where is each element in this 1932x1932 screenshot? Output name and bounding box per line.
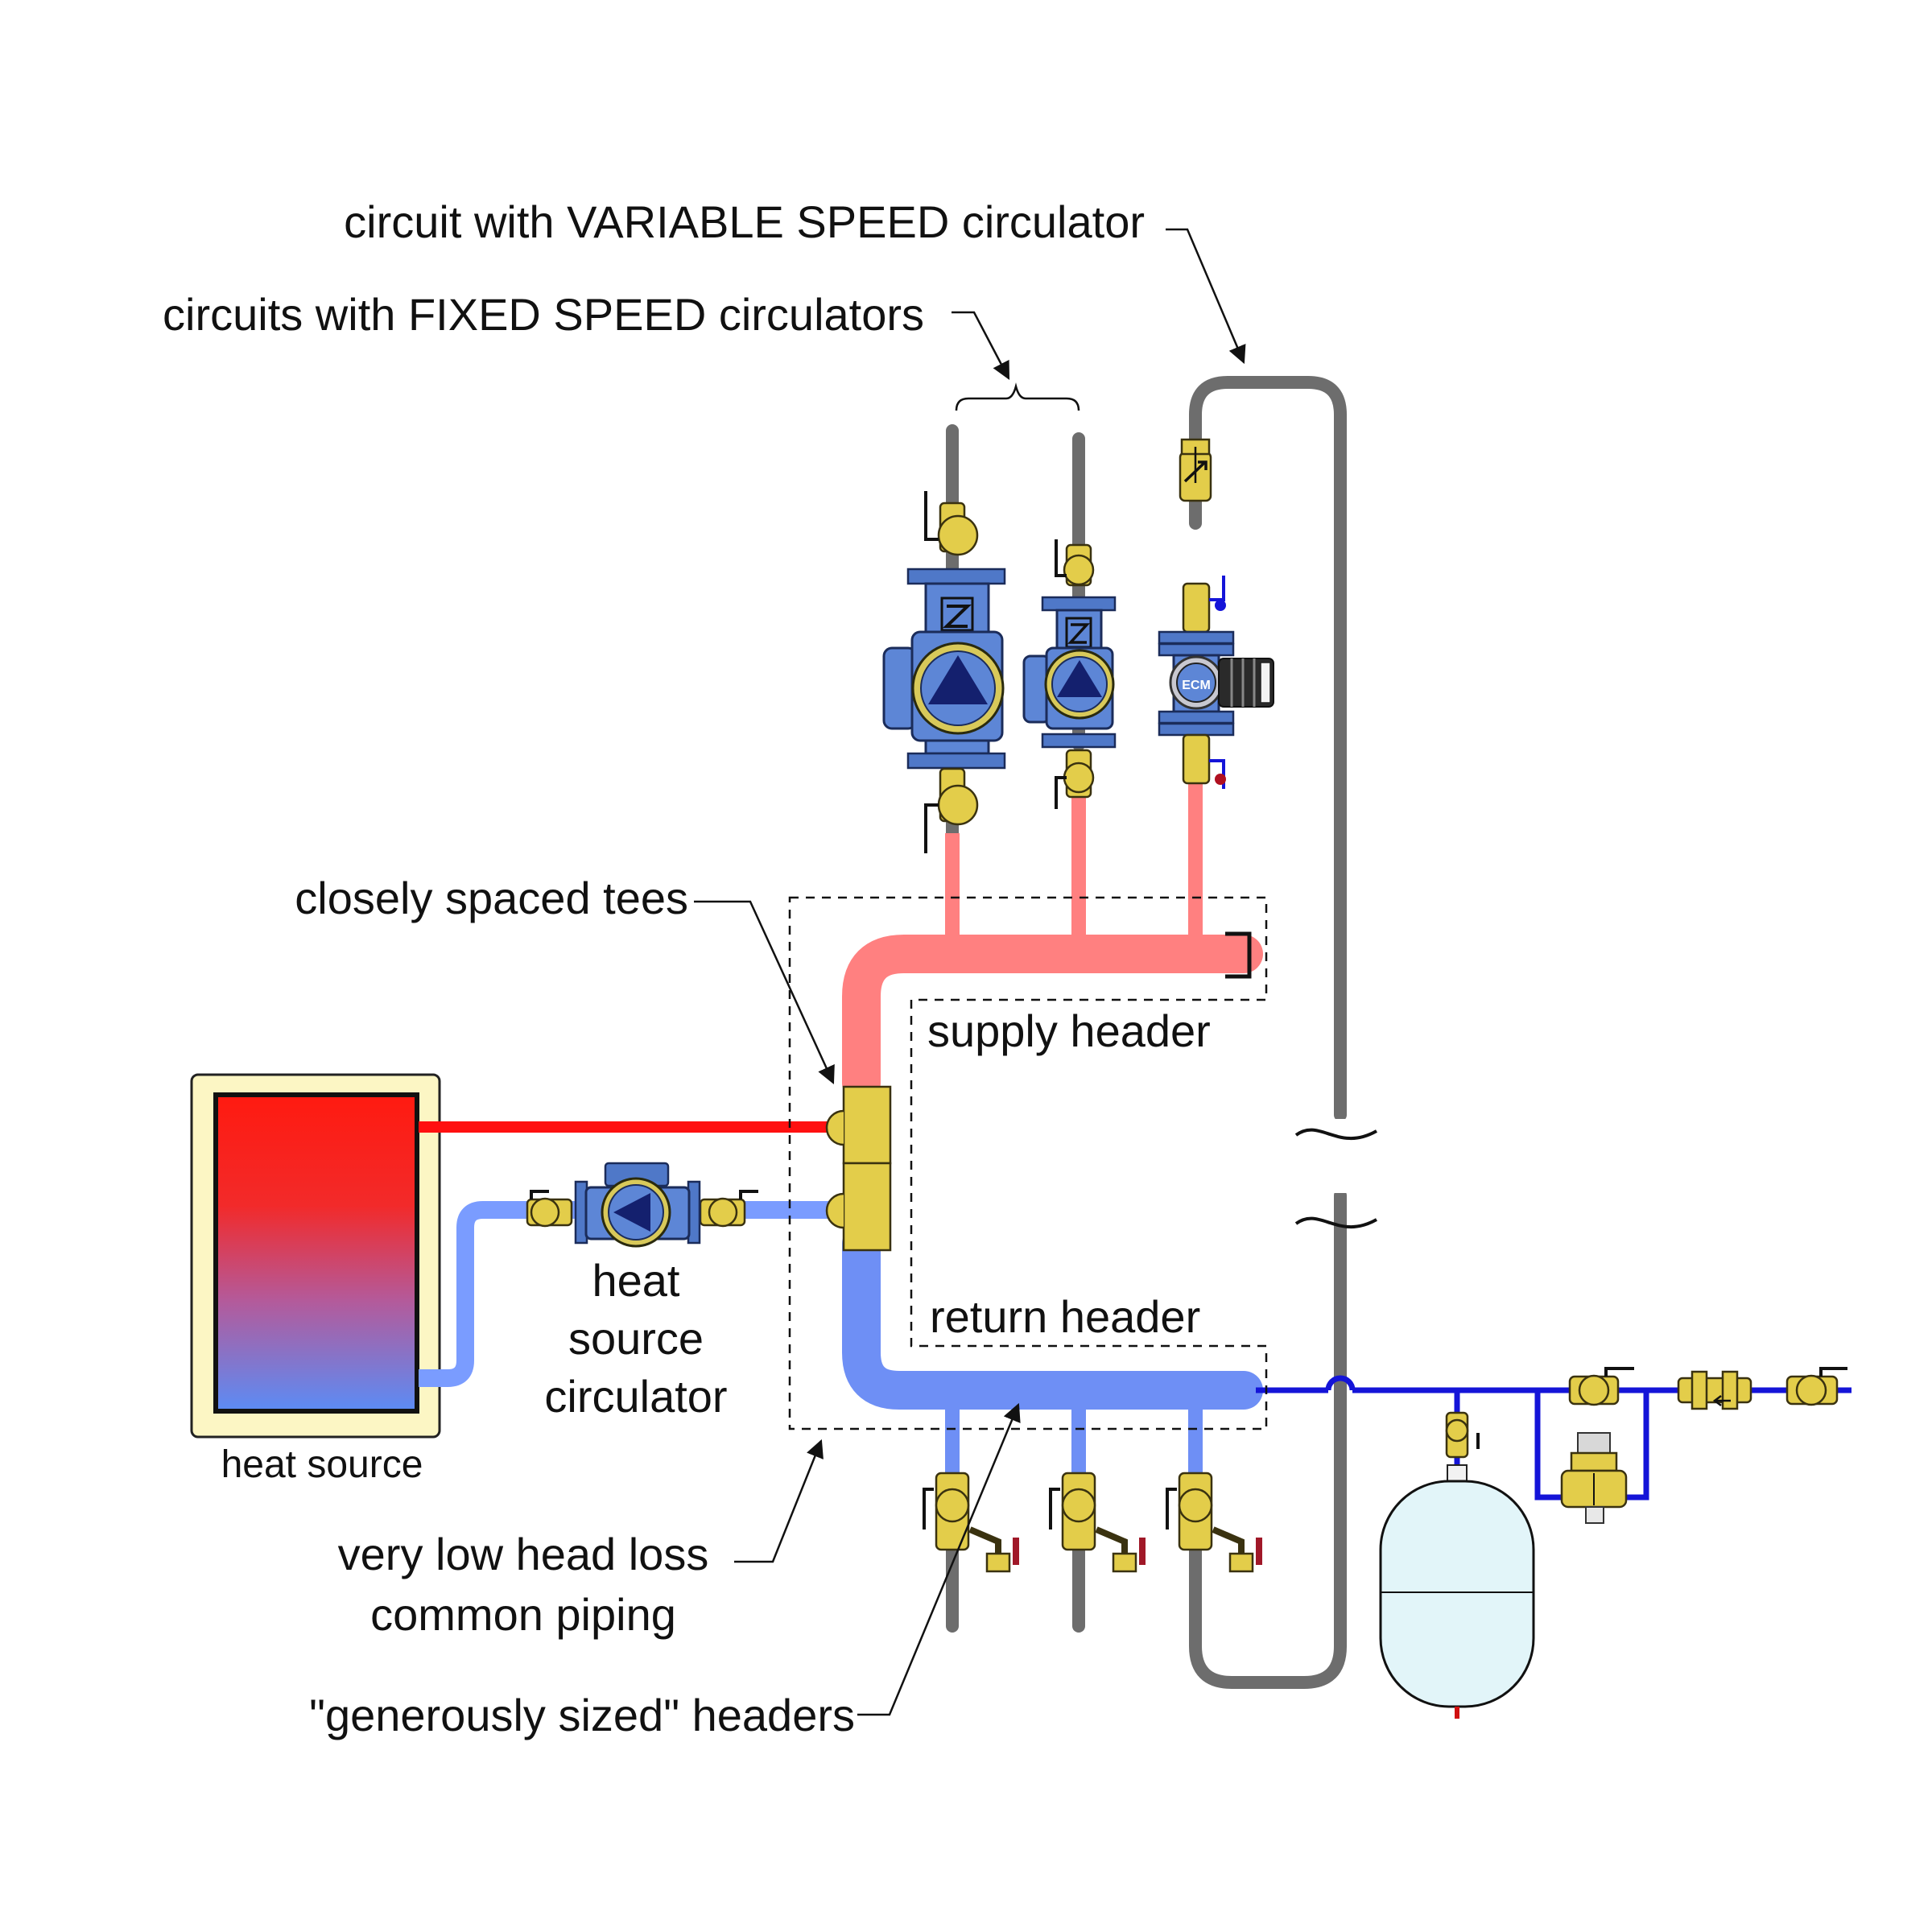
return-header	[842, 1224, 1263, 1481]
ball-valve-icon	[1785, 1367, 1847, 1406]
pipe-break-icon	[1288, 1119, 1393, 1229]
heat-source-circulator-label-line3: circulator	[544, 1371, 727, 1422]
ball-valve-icon	[1445, 1411, 1480, 1459]
supply-header	[842, 757, 1263, 1102]
ball-valve-icon	[1182, 733, 1226, 789]
supply-header-label: supply header	[927, 1005, 1211, 1056]
closely-spaced-tees	[825, 1085, 892, 1252]
ecm-badge: ECM	[1182, 679, 1211, 692]
common-piping-boundary	[788, 896, 1268, 1430]
generously-sized-headers-label: "generously sized" headers	[309, 1690, 855, 1740]
check-valve-icon	[1179, 438, 1212, 502]
variable-speed-circulator: ECM	[1158, 438, 1274, 789]
common-piping-label-line2: common piping	[370, 1589, 676, 1640]
heat-source-circulator	[526, 1162, 758, 1248]
heat-source-vessel	[213, 1092, 419, 1414]
fixed-speed-circuits-label: circuits with FIXED SPEED circulators	[163, 289, 924, 340]
ball-valve-icon	[1055, 539, 1095, 587]
heat-source-circulator-label: heat source circulator	[544, 1255, 727, 1422]
pressure-reducing-valve-icon	[1560, 1432, 1628, 1524]
boiler-return-pipe	[419, 1201, 829, 1387]
return-header-label: return header	[930, 1291, 1200, 1342]
common-piping-label-line1: very low head loss	[338, 1529, 709, 1579]
fixed-speed-circulator-2	[1022, 539, 1117, 809]
ball-valve-icon	[1182, 576, 1226, 634]
expansion-tank-icon	[1379, 1464, 1535, 1719]
ball-valve-icon	[1568, 1367, 1634, 1406]
ball-valve-icon	[924, 491, 979, 556]
heat-source-circulator-label-line1: heat	[592, 1255, 680, 1306]
heat-source-label: heat source	[221, 1443, 423, 1486]
ball-valve-icon	[924, 767, 979, 853]
heat-source	[190, 1073, 441, 1439]
variable-speed-circuit-label: circuit with VARIABLE SPEED circulator	[344, 196, 1145, 247]
return-purge-valve-3	[1166, 1472, 1262, 1573]
return-purge-valve-2	[1049, 1472, 1146, 1573]
common-piping-label: very low head loss common piping	[338, 1529, 709, 1640]
variable-speed-ecm-circulator-icon	[1218, 658, 1274, 708]
fixed-speed-circulator-1	[882, 491, 1006, 853]
leader-lines	[694, 228, 1246, 1716]
heat-source-circulator-label-line2: source	[568, 1313, 704, 1364]
ball-valve-icon	[1055, 749, 1095, 809]
return-purge-valve-1	[923, 1472, 1019, 1573]
backflow-preventer-icon	[1677, 1370, 1752, 1410]
ball-valve-icon	[526, 1190, 573, 1228]
closely-spaced-tees-label: closely spaced tees	[295, 873, 688, 923]
